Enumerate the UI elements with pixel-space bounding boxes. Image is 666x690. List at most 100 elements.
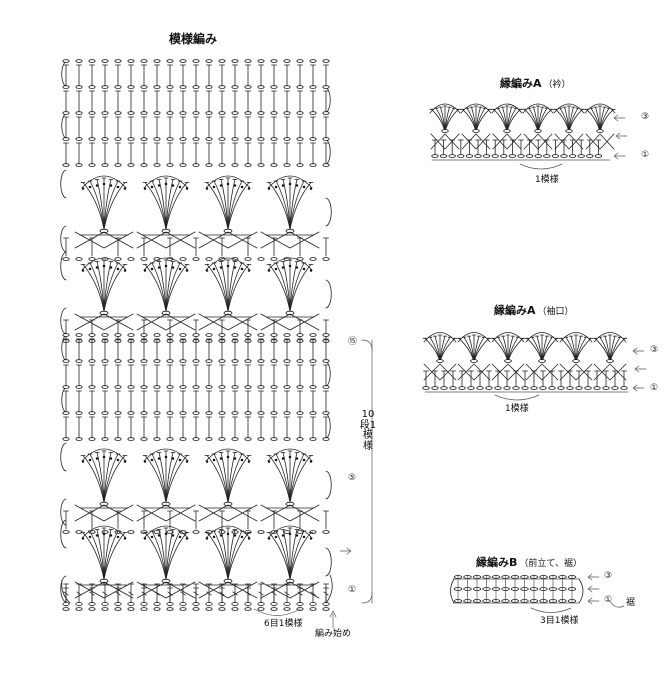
main-fan-band-3-lower-chain-3 (101, 530, 109, 534)
edge-a-collar-fan-1-rib-2 (440, 106, 446, 133)
main-fan-band-3-fan-4-bead-6 (309, 460, 313, 463)
edge-a-cuff-chain-20 (602, 386, 610, 390)
main-fan-band-1-fan-2-bead-5 (178, 185, 182, 189)
edge-a-collar-fan-3-rib-2 (502, 106, 508, 133)
main-fan-band-4-fan-2-rib-6 (165, 532, 188, 580)
main-fan-band-1-fan-4-center-chain (285, 228, 295, 234)
main-upper-grid (61, 59, 331, 167)
edge-a-collar-fan-5-cross-up (554, 133, 584, 150)
edge-a-collar-fan-6-cross-up (585, 133, 615, 150)
main-bottom-chain-4 (114, 602, 122, 606)
start-label: 編み始め (315, 629, 352, 639)
edge-a-cuff-fan-5-rib-2 (570, 335, 577, 363)
main-middle-row-1-chain-16 (270, 333, 278, 337)
main-fan-band-1-fan-4-bead-2 (281, 184, 285, 187)
main-fan-band-2-fan-1-bead-6 (123, 269, 127, 272)
main-fan-band-3-fan-1-rib-0 (82, 455, 105, 503)
main-fan-band-1-fan-3-bead-5 (240, 185, 244, 189)
main-repeat-bracket-top-cap (361, 339, 373, 351)
main-fan-band-1-fan-4-top-chain (267, 175, 313, 189)
main-fan-band-2-fan-2-bead-6 (185, 269, 189, 272)
edge-a-collar-fan-2-cross-up (461, 133, 491, 150)
main-bottom-chain-6 (140, 602, 148, 606)
edge-a-cuff-chain-10 (512, 386, 520, 390)
main-fan-band-4-fan-4-bead-3 (288, 532, 292, 536)
main-fan-band-1-fan-1-bead-0 (81, 187, 85, 190)
main-fan-band-3-fan-3-center-chain (223, 501, 233, 507)
edge-a-cuff-fan-1-rib-2 (434, 335, 441, 363)
main-bottom-tall-16-slash (271, 591, 277, 596)
main-fan-band-3 (60, 442, 332, 534)
main-fan-band-2-fan-1-cross-up (74, 313, 134, 331)
edge-b-chart (450, 573, 625, 613)
edge-a-cuff-fan-1-center-chain (436, 359, 444, 363)
main-fan-band-4-fan-3-rib-0 (206, 532, 229, 580)
main-bottom-tall-7-slash (154, 591, 160, 596)
main-fan-band-2-fan-1-cross-down (74, 313, 134, 331)
main-fan-band-3-fan-3-bead-2 (219, 457, 223, 460)
main-fan-band-2-fan-2-bead-1 (150, 267, 154, 271)
main-fan-band-3-fan-4-bead-1 (274, 458, 278, 462)
edge-a-cuff-chain-1 (431, 386, 439, 390)
main-fan-band-4-lower-chain-5 (127, 607, 135, 611)
main-upper-row-1-chain-0 (62, 59, 70, 63)
main-bottom-tall-10-slash (193, 591, 199, 596)
edge-a-cuff-fan-4-cross-up (525, 363, 559, 381)
main-fan-band-2-fan-2-bead-0 (143, 269, 147, 272)
main-fan-band-4-fan-4-bead-5 (302, 535, 306, 539)
edge-a-cuff-chain-4 (458, 386, 466, 390)
main-middle-row-1-chain-15 (257, 333, 265, 337)
main-middle-row-1-chain-5 (127, 333, 135, 337)
edge-a-cuff-arrow-3-head (632, 347, 638, 355)
edge-a-collar-fan-1-top-chain (429, 103, 461, 114)
main-fan-band-4-fan-3-bead-6 (247, 537, 251, 540)
edge-a-collar-title-paren: （衿） (543, 80, 571, 90)
main-fan-band-2-fan-4-top-chain (267, 257, 313, 271)
main-fan-band-2-fan-3-rib-6 (227, 264, 250, 312)
edge-a-collar-chain-17 (577, 154, 585, 158)
edge-a-collar-fan-6-center-chain (596, 129, 604, 133)
main-fan-band-1-fan-1-rib-6 (103, 182, 126, 230)
main-fan-band-3-fan-1-bead-1 (88, 458, 92, 462)
main-fan-band-1-fan-2-bead-3 (164, 182, 168, 186)
main-bottom-rows (61, 574, 333, 606)
main-fan-band-3-fan-1-bead-6 (123, 460, 127, 463)
main-fan-band-4-fan-3-bead-0 (205, 537, 209, 540)
edge-a-collar-chain-9 (508, 154, 517, 158)
edge-b-title: 縁編みB（前立て、裾） (476, 557, 582, 569)
main-fan-band-4-fan-1-bead-5 (116, 535, 120, 539)
main-middle-row-1-chain-6 (140, 333, 148, 337)
main-bottom-tall-11-slash (206, 591, 212, 596)
edge-a-cuff-fan-6-cross-up (593, 363, 627, 381)
main-upper-row-1-chain-4 (114, 59, 122, 63)
edge-a-collar-chain-2 (448, 154, 456, 158)
main-fan-band-3-fan-2-bead-0 (143, 460, 147, 463)
main-fan-band-3-fan-3-rib-6 (227, 455, 250, 503)
main-fan-band-4-lower-chain-16 (270, 607, 278, 611)
main-fan-band-3-fan-2-cross-down (136, 504, 196, 522)
main-fan-band-1-lower-chain-16 (270, 257, 278, 261)
edge-a-cuff-fan-5-top-chain (559, 332, 593, 343)
main-fan-band-3-fan-2-bead-6 (185, 460, 189, 463)
main-fan-band-4-lower-chain-14 (244, 607, 252, 611)
edge-a-cuff-chain-17 (575, 386, 583, 390)
main-upper-row-1-chain-16 (270, 59, 278, 63)
main-fan-band-1-lower-chain-14 (244, 257, 252, 261)
main-fan-band-3-fan-2-bead-5 (178, 458, 182, 462)
main-fan-band-2-fan-4-rib-0 (268, 264, 291, 312)
edge-a-cuff-fan-2-cross-down (457, 363, 491, 381)
main-fan-band-1-fan-2-rib-0 (144, 182, 167, 230)
main-stitch-repeat-label: 6目1模様 (264, 619, 303, 629)
main-row-arrow-head (346, 547, 352, 555)
main-row-15-marker: ⑮ (348, 337, 358, 347)
edge-a-cuff-chain-7 (485, 386, 493, 390)
main-fan-band-3-fan-3-top-chain (205, 448, 251, 462)
main-fan-band-4-fan-3-center-chain (223, 578, 233, 584)
main-fan-band-1-fan-1-cross-down (74, 231, 134, 249)
main-fan-band-2-fan-2-bead-4 (171, 266, 175, 269)
main-fan-band-2-fan-2-top-chain (143, 257, 189, 271)
edge-a-cuff-chain-21 (611, 386, 619, 390)
main-fan-band-1-fan-2-cross-down (136, 231, 196, 249)
edge-a-collar-chart (429, 103, 628, 170)
